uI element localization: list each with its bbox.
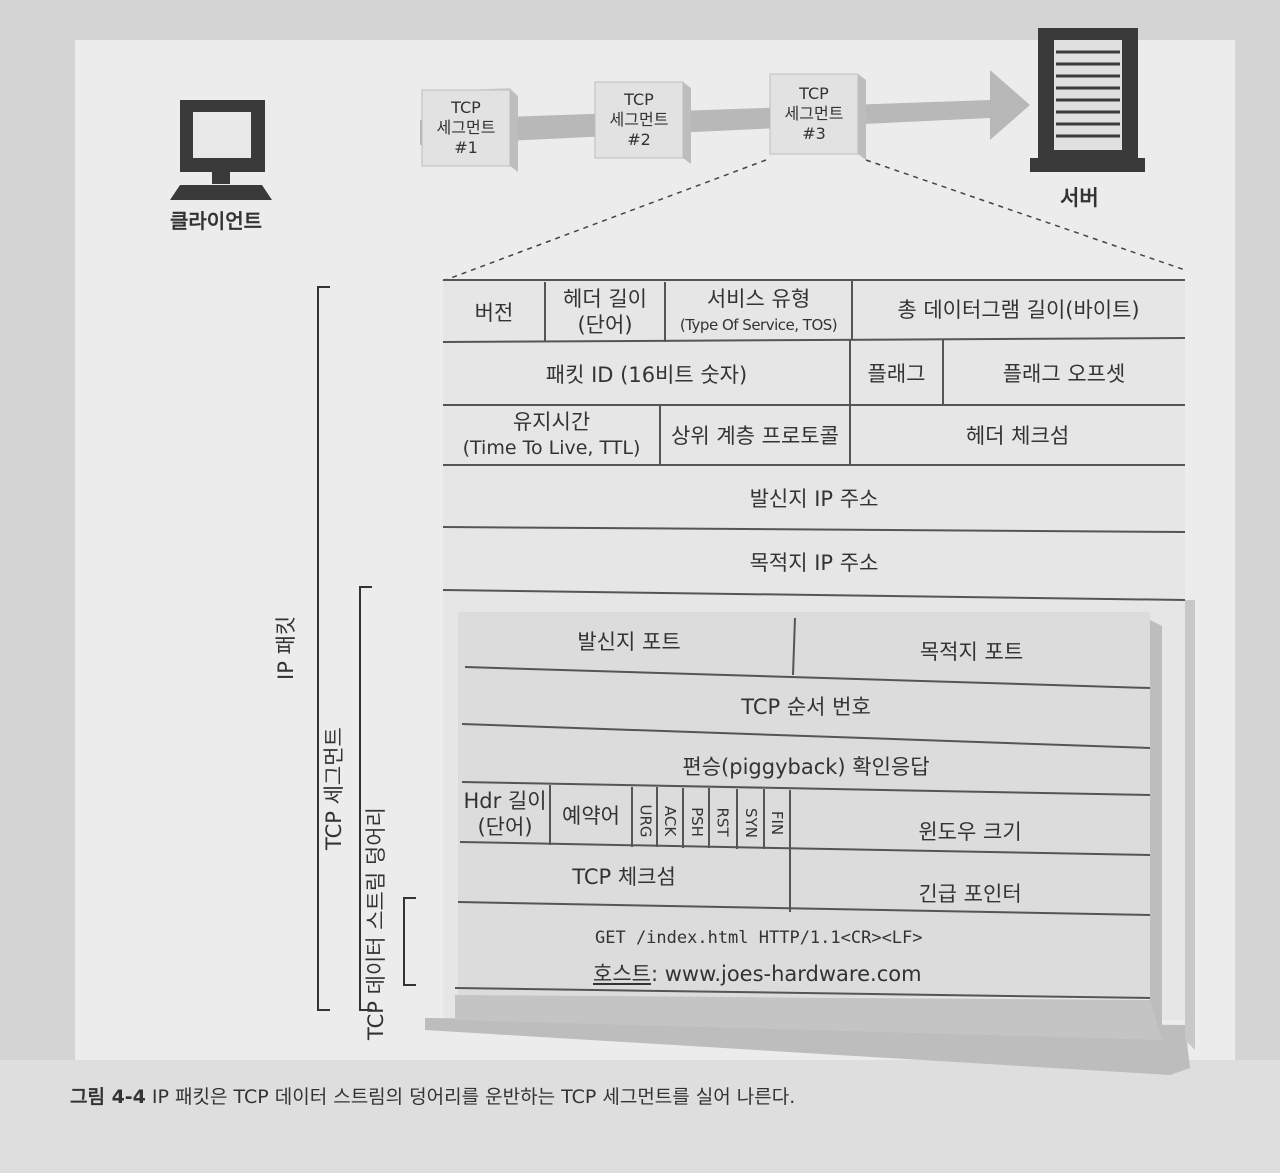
ip-tos-line2: (Type Of Service, TOS) (679, 316, 838, 334)
tcp-segment-bracket (359, 586, 372, 1011)
ip-total-length: 총 데이터그램 길이(바이트) (897, 298, 1140, 322)
tcp-reserved: 예약어 (562, 804, 620, 828)
tcp-header-length-line1: Hdr 길이 (463, 789, 547, 813)
ip-packet-bracket (317, 286, 330, 1011)
transfer-diagram (170, 28, 1186, 283)
segment-box-2 (594, 81, 691, 164)
ip-header-length: 헤더 길이 (단어) (545, 282, 665, 342)
segment-1-line1: TCP (451, 98, 481, 117)
zoom-line-left (439, 159, 767, 283)
segment-box-3 (769, 73, 866, 160)
client-label: 클라이언트 (170, 209, 262, 233)
tcp-header-length-line2: (단어) (477, 815, 533, 839)
segment-3-line3: #3 (802, 124, 826, 143)
zoom-line-right (865, 159, 1186, 271)
ip-flags: 플래그 (867, 361, 926, 386)
tcp-flag-ack-label: ACK (661, 805, 680, 837)
segment-label-2: TCP 세그먼트 #2 (595, 82, 683, 158)
payload-request-line: GET /index.html HTTP/1.1<CR><LF> (595, 928, 923, 948)
page-margin (0, 1060, 1280, 1173)
segment-2-line3: #2 (627, 130, 651, 149)
tcp-sequence-number: TCP 순서 번호 (741, 695, 871, 719)
segment-box-1 (421, 88, 518, 172)
tcp-flag-rst-label: RST (713, 807, 732, 837)
ip-header-length-line2: (단어) (577, 313, 633, 337)
payload-host-value: : www.joes-hardware.com (650, 962, 922, 986)
segment-1-line2: 세그먼트 (436, 118, 496, 137)
ip-tos: 서비스 유형 (Type Of Service, TOS) (665, 282, 852, 342)
segment-label-3: TCP 세그먼트 #3 (770, 74, 858, 154)
ip-dest-address: 목적지 IP 주소 (749, 551, 879, 575)
tcp-data-chunk-label: TCP 데이터 스트림 덩어리 (364, 807, 388, 1040)
tcp-header-length: Hdr 길이 (단어) (460, 785, 550, 843)
ip-header-checksum: 헤더 체크섬 (965, 424, 1070, 448)
payload-host-line: 호스트: www.joes-hardware.com (593, 958, 922, 988)
arrow-shape (420, 70, 1030, 145)
ip-header-length-line1: 헤더 길이 (563, 287, 647, 311)
ip-ttl-line2: (Time To Live, TTL) (462, 437, 641, 459)
tcp-flag-fin-label: FIN (768, 810, 787, 836)
tcp-data-bracket (403, 897, 416, 986)
tcp-ack-number: 편승(piggyback) 확인응답 (682, 755, 930, 779)
tcp-dest-port: 목적지 포트 (919, 640, 1024, 664)
segment-2-line1: TCP (624, 90, 654, 109)
segment-2-line2: 세그먼트 (609, 110, 669, 129)
tcp-segment-label: TCP 세그먼트 (322, 727, 346, 850)
tcp-urgent-pointer: 긴급 포인터 (918, 882, 1022, 906)
payload-host-label: 호스트 (593, 962, 651, 986)
ip-ttl-line1: 유지시간 (512, 410, 591, 434)
caption-label: 그림 4-4 (70, 1086, 146, 1108)
segment-3-line1: TCP (799, 84, 829, 103)
tcp-flag-syn-label: SYN (741, 808, 760, 838)
monitor-icon (170, 100, 272, 200)
ip-protocol: 상위 계층 프로토콜 (671, 424, 839, 448)
segment-3-line2: 세그먼트 (784, 104, 844, 123)
ip-version: 버전 (474, 301, 514, 325)
tcp-source-port: 발신지 포트 (577, 630, 681, 654)
ip-header-area (443, 280, 1185, 600)
segment-label-1: TCP 세그먼트 #1 (422, 90, 510, 166)
ip-source-address: 발신지 IP 주소 (749, 487, 879, 511)
ip-tos-line1: 서비스 유형 (706, 287, 811, 311)
server-label: 서버 (1060, 186, 1099, 210)
ip-ttl: 유지시간 (Time To Live, TTL) (443, 405, 660, 465)
segment-1-line3: #1 (454, 138, 478, 157)
tcp-flag-urg-label: URG (636, 804, 655, 838)
ip-flag-offset: 플래그 오프셋 (1002, 361, 1126, 386)
tcp-flag-psh-label: PSH (687, 807, 706, 837)
server-icon (1030, 28, 1145, 172)
ip-packet-id: 패킷 ID (16비트 숫자) (545, 362, 748, 387)
caption-text: IP 패킷은 TCP 데이터 스트림의 덩어리를 운반하는 TCP 세그먼트를 … (151, 1086, 796, 1108)
ip-packet-label: IP 패킷 (274, 615, 298, 680)
tcp-segment-area (458, 612, 1150, 997)
tcp-window-size: 윈도우 크기 (918, 820, 1022, 844)
tcp-checksum: TCP 체크섬 (572, 865, 676, 889)
